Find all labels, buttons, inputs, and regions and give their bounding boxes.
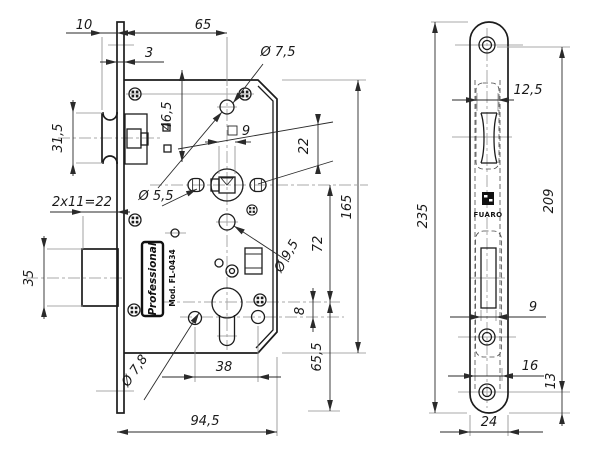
dim-follower-to-top-hole: 46,5 xyxy=(160,102,175,131)
deadbolt-slot xyxy=(480,247,497,309)
dim-plate-width: 24 xyxy=(481,415,498,430)
mid-hole xyxy=(218,213,236,231)
brand-name: FUARO xyxy=(473,211,502,219)
plate-screw-holes xyxy=(478,36,496,401)
stop-block xyxy=(244,247,263,275)
square-hole-upper xyxy=(162,123,171,132)
dim-bolt-throw: 2x11=22 xyxy=(52,195,112,210)
dim-cylinder-to-bottom: 65,5 xyxy=(310,343,325,372)
faceplate-front xyxy=(469,21,509,414)
extension-lines xyxy=(47,37,366,436)
brand-logo: FUARO xyxy=(473,192,502,219)
cylinder-cutout xyxy=(211,287,243,347)
follower-hub xyxy=(187,168,267,202)
dim-case-depth: 94,5 xyxy=(191,414,220,429)
deadbolt xyxy=(81,248,119,307)
dim-hub-offset: 22 xyxy=(297,138,312,155)
dim-follower-square: 9 xyxy=(242,124,250,139)
dim-latch-height: 31,5 xyxy=(51,124,66,153)
latch-front xyxy=(480,112,498,164)
model-number-label: Mod. FL-0434 xyxy=(168,249,177,306)
dim-faceplate-thickness: 3 xyxy=(145,46,153,61)
dim-latch-slot-width: 12,5 xyxy=(514,83,543,98)
bolt-cutout-outline xyxy=(475,230,502,358)
side-view: FUARO 235 xyxy=(416,21,570,436)
latch-bolt xyxy=(101,112,149,165)
dim-case-height: 165 xyxy=(340,195,355,220)
dim-backset: 65 xyxy=(195,18,212,33)
top-hole xyxy=(219,99,235,115)
latch-cutout-outline xyxy=(475,82,500,170)
dim-latch-protrusion: 10 xyxy=(76,18,93,33)
dim-small-hole-dia: Ø 5,5 xyxy=(137,189,173,204)
holes xyxy=(170,99,266,326)
dim-bolt-slot-width: 9 xyxy=(529,300,537,315)
fix-hole-left xyxy=(187,310,203,326)
dim-plate-height: 235 xyxy=(416,204,431,229)
dim-mid-hole-dia: Ø 9,5 xyxy=(271,237,302,276)
dimensions: 10 65 3 Ø 7,5 46,5 9 xyxy=(22,18,361,435)
case-fold-edge xyxy=(255,85,274,349)
fix-hole-right xyxy=(250,309,266,325)
dim-cylinder-to-fix-hole: 8 xyxy=(293,307,308,315)
dim-screw-spacing: 209 xyxy=(542,189,557,214)
dim-lower-width: 16 xyxy=(522,359,539,374)
faceplate xyxy=(116,21,125,414)
side-dimensions: 235 12,5 209 9 16 13 xyxy=(416,22,565,435)
dim-top-hole-dia: Ø 7,5 xyxy=(259,45,295,60)
square-hole-lower xyxy=(163,144,172,153)
dim-deadbolt-height: 35 xyxy=(22,270,37,287)
main-view: Professional Mod. FL-0434 xyxy=(22,18,368,436)
lock-case xyxy=(124,79,278,354)
centerlines xyxy=(26,44,368,392)
dim-follower-to-cylinder: 72 xyxy=(311,236,326,253)
dim-screw-to-end: 13 xyxy=(544,373,559,390)
dim-fix-hole-spacing: 38 xyxy=(216,360,233,375)
model-label: Professional Mod. FL-0434 xyxy=(140,240,177,318)
professional-label: Professional xyxy=(147,242,159,315)
square-symbol xyxy=(227,125,238,136)
